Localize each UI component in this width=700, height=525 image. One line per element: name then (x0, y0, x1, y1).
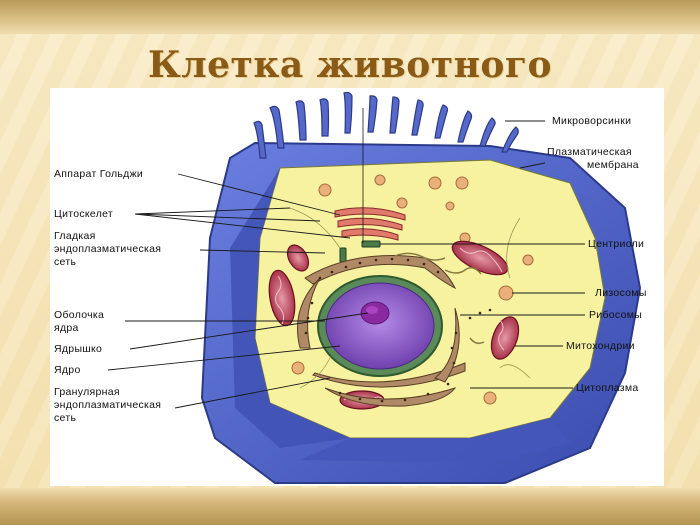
label-microvilli: Микроворсинки (552, 115, 632, 127)
label-smooth-er-line1: Гладкая (54, 230, 96, 242)
label-membrane-line1: Плазматическая (547, 146, 632, 158)
leader-lines-left (107, 173, 369, 409)
label-mitochondria: Митохондрии (566, 340, 635, 352)
label-lysosomes: Лизосомы (595, 287, 647, 299)
top-decorative-band (0, 0, 700, 34)
cut-wall-bottom (300, 418, 570, 463)
golgi-apparatus (334, 207, 406, 241)
label-envelope-line1: Оболочка (54, 309, 105, 321)
leader-lines-right (380, 120, 585, 389)
label-rough-er-line1: Гранулярная (54, 386, 120, 398)
ribosome-dots (304, 257, 492, 403)
label-centrioles: Центриоли (588, 238, 645, 250)
smooth-er (394, 252, 485, 345)
centrioles (339, 240, 381, 263)
label-cytoplasm: Цитоплазма (576, 382, 639, 394)
microvilli (253, 91, 519, 159)
label-nucleus: Ядро (54, 364, 81, 376)
label-rough-er-line2: эндоплазматическая (54, 399, 162, 411)
label-smooth-er-line3: сеть (54, 256, 77, 268)
label-ribosomes: Рибосомы (589, 309, 643, 321)
label-golgi: Аппарат Гольджи (54, 168, 144, 180)
vesicles (291, 174, 534, 405)
cut-wall-left (230, 168, 350, 448)
bottom-decorative-band (0, 488, 700, 525)
nucleus (325, 282, 435, 370)
cytoskeleton-filaments (289, 207, 531, 389)
label-nucleolus: Ядрышко (54, 343, 103, 355)
slide-title: Клетка животного (147, 44, 553, 86)
label-cytoskeleton: Цитоскелет (54, 208, 114, 220)
label-rough-er-line3: сеть (54, 412, 77, 424)
cell-illustration (107, 91, 642, 484)
label-envelope-line2: ядра (54, 322, 79, 334)
label-membrane-line2: мембрана (587, 159, 639, 171)
label-smooth-er-line2: эндоплазматическая (54, 243, 162, 255)
cell-diagram: Аппарат Гольджи Цитоскелет Гладкая эндоп… (50, 88, 664, 486)
